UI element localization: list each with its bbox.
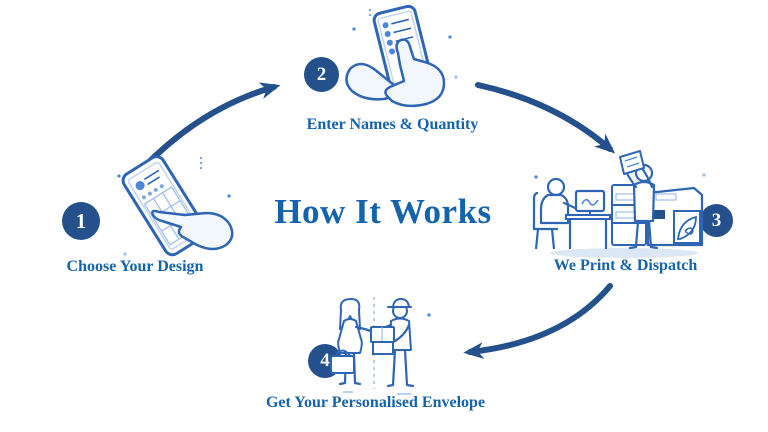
customer-figure xyxy=(330,298,377,386)
package-box-2 xyxy=(372,341,394,355)
worker-checking-print xyxy=(619,150,659,250)
courier-cap xyxy=(392,298,410,308)
choose-design-illustration-icon xyxy=(117,155,234,257)
printing-press xyxy=(646,186,704,247)
delivery-handover-illustration-icon xyxy=(330,297,431,395)
arrow-step2-to-step3-icon xyxy=(475,82,616,154)
operator-at-computer xyxy=(532,177,611,250)
arrow-step3-to-step4-icon xyxy=(463,283,613,359)
pointing-hand xyxy=(151,209,234,251)
handbag xyxy=(330,355,355,374)
step-3-label: We Print & Dispatch xyxy=(553,257,698,274)
page-title: How It Works xyxy=(274,192,492,231)
courier-figure xyxy=(370,298,415,388)
right-hand-thumb xyxy=(384,38,446,108)
enter-details-illustration-icon xyxy=(345,5,458,108)
step-1-label: Choose Your Design xyxy=(66,258,204,275)
step-2-number-badge: 2 xyxy=(304,57,339,92)
print-dispatch-illustration-icon xyxy=(532,150,706,258)
step-4-label: Get Your Personalised Envelope xyxy=(265,394,486,411)
step-1-number-badge: 1 xyxy=(62,202,100,240)
step-3-number-badge: 3 xyxy=(700,204,733,237)
step-2-label: Enter Names & Quantity xyxy=(306,116,479,133)
